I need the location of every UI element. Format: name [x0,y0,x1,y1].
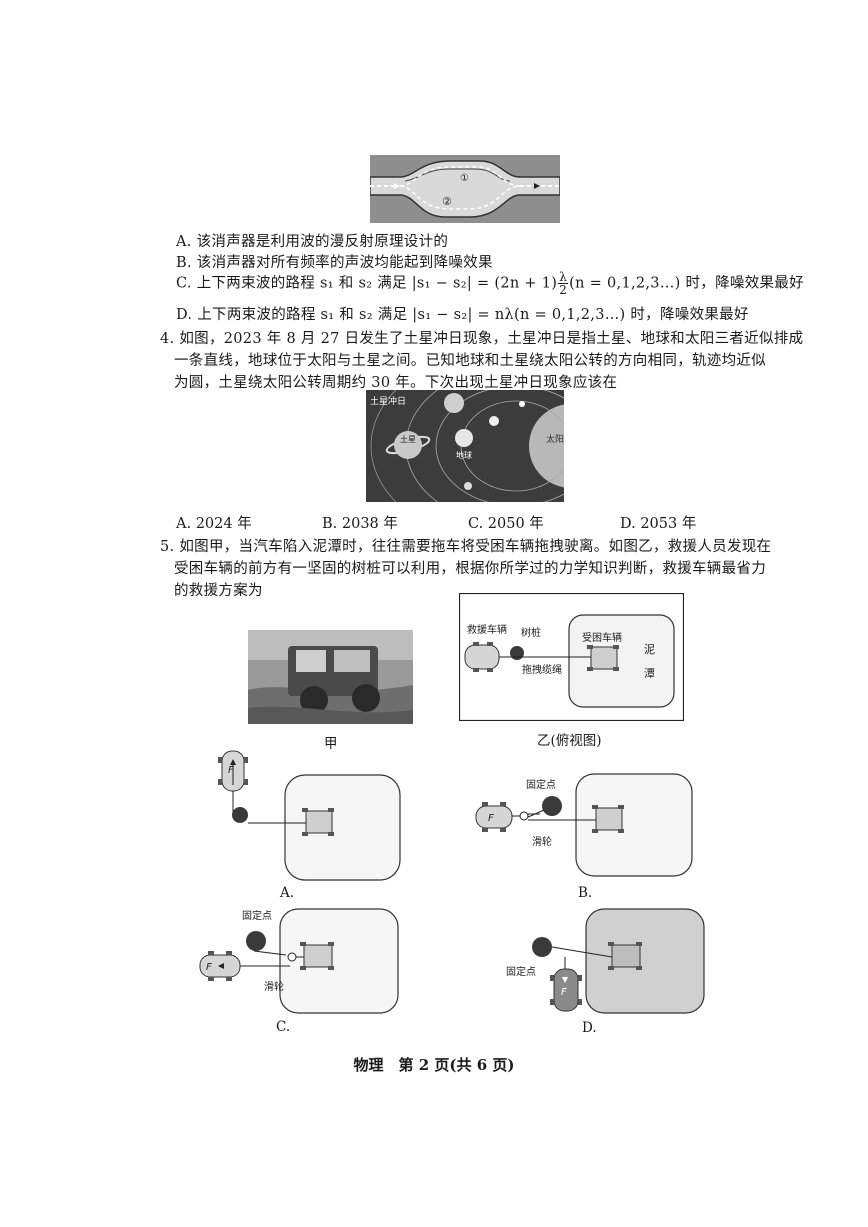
q4-option-c: C. 2050 年 [468,516,544,532]
muffler-diagram: ① ② [370,155,560,223]
option-a-diagram: F [218,750,401,881]
option-b-label: B. [578,885,593,901]
q4-stem-line-2: 一条直线，地球位于太阳与土星之间。已知地球和土星绕太阳公转的方向相同，轨迹均近似 [174,353,766,369]
fraction-denominator: 2 [559,283,568,297]
force-label-a: F [228,765,234,776]
option-b-diagram: 固定点 F 滑轮 [475,773,693,877]
rescue-vehicle-label: 救援车辆 [467,623,507,636]
top-view-diagram: 救援车辆 树桩 受困车辆 泥 潭 拖拽缆绳 [459,593,684,721]
option-c-label: C. [276,1019,291,1035]
q3-option-c-suffix: (n = 0,1,2,3…) 时，降噪效果最好 [569,275,804,292]
saturn-opposition-label: 土星冲日 [370,395,406,407]
saturn-opposition-diagram: 土星冲日 土星 地球 太阳 [366,390,564,502]
fixed-point-label-d: 固定点 [506,965,536,978]
q5-stem-line-1: 5. 如图甲，当汽车陷入泥潭时，往往需要拖车将受困车辆拖拽驶离。如图乙，救援人员… [160,539,772,555]
path-2-label: ② [442,195,452,208]
stuck-jeep-photo [248,630,413,724]
saturn-label: 土星 [400,434,416,444]
force-label-d: F [561,987,567,998]
sun-label: 太阳 [546,433,564,445]
fraction-numerator: λ [558,270,569,284]
q5-stem-line-3: 的救援方案为 [174,583,263,599]
q4-stem-line-3: 为圆，土星绕太阳公转周期约 30 年。下次出现土星冲日现象应该在 [174,375,618,391]
fixed-point-label-c: 固定点 [242,909,272,922]
trapped-vehicle-label: 受困车辆 [582,631,622,644]
q3-option-d: D. 上下两束波的路程 s₁ 和 s₂ 满足 |s₁ − s₂| = nλ(n … [176,307,749,323]
q4-stem-line-1: 4. 如图，2023 年 8 月 27 日发生了土星冲日现象，土星冲日是指土星、… [160,331,804,347]
pulley-label-c: 滑轮 [264,980,284,993]
earth-label: 地球 [456,450,472,460]
pulley-label-b: 滑轮 [532,835,552,848]
page-footer: 物理 第 2 页(共 6 页) [353,1056,515,1074]
tow-rope-label: 拖拽缆绳 [522,663,562,676]
option-a-label: A. [280,885,295,901]
q4-option-d: D. 2053 年 [620,516,697,532]
option-c-diagram: 固定点 F 滑轮 [199,908,399,1014]
force-label-c: F [206,962,212,973]
fixed-point-label-b: 固定点 [526,778,556,791]
figure-yi-caption: 乙(俯视图) [537,733,602,749]
option-d-diagram: 固定点 F [506,908,705,1014]
force-label-b: F [488,813,494,824]
mud-label-1: 泥 [644,643,655,656]
mud-label-2: 潭 [644,667,655,680]
stump-label: 树桩 [521,626,541,639]
q3-option-b: B. 该消声器对所有频率的声波均能起到降噪效果 [176,255,493,271]
q5-stem-line-2: 受困车辆的前方有一坚固的树桩可以利用，根据你所学过的力学知识判断，救援车辆最省力 [174,561,766,577]
q4-option-b: B. 2038 年 [322,516,398,532]
q4-option-a: A. 2024 年 [176,516,252,532]
q3-option-a: A. 该消声器是利用波的漫反射原理设计的 [176,234,449,250]
path-1-label: ① [460,173,469,184]
figure-jia-caption: 甲 [324,736,338,752]
q3-option-c-prefix: C. 上下两束波的路程 s₁ 和 s₂ 满足 |s₁ − s₂| = (2n +… [176,275,558,292]
option-d-label: D. [582,1020,597,1036]
q3-option-c: C. 上下两束波的路程 s₁ 和 s₂ 满足 |s₁ − s₂| = (2n +… [176,271,804,296]
